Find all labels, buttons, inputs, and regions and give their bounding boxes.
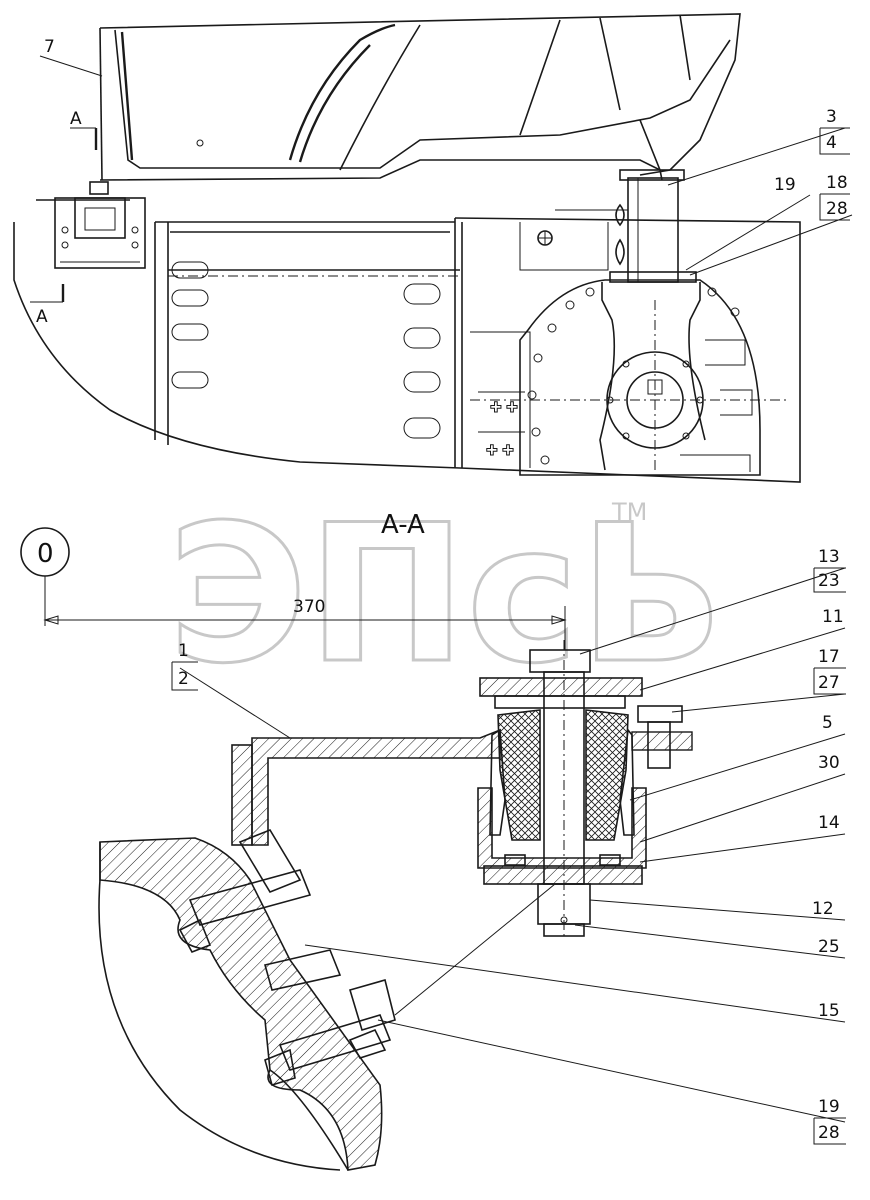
callout-19-bottom: 19 — [818, 1097, 840, 1117]
lower-washer-right — [599, 854, 621, 866]
callout-11: 11 — [822, 607, 844, 627]
callout-2: 2 — [178, 669, 189, 689]
frame-bolts — [178, 829, 396, 1087]
section-view: A-A 0 370 — [20, 37, 853, 1171]
callouts-top: 7 3 4 19 18 28 — [44, 37, 850, 221]
frame-casting — [98, 837, 383, 1171]
transmission-housing — [470, 222, 790, 476]
rubber-mount — [489, 709, 635, 841]
slot-holes-right — [403, 283, 441, 439]
section-label-bottom: A — [36, 307, 48, 327]
callout-18: 18 — [826, 173, 848, 193]
leader-lines — [39, 55, 853, 1123]
watermark: ЭПсЬ TM — [167, 483, 726, 707]
upper-plate — [494, 695, 626, 709]
cab-outline — [99, 13, 741, 181]
callout-27: 27 — [818, 673, 840, 693]
left-mount-bracket — [36, 181, 146, 269]
dimension-value: 370 — [293, 597, 325, 617]
dimension-370: 370 — [43, 597, 567, 650]
watermark-text: ЭПсЬ — [168, 484, 724, 705]
callout-28-top: 28 — [826, 199, 848, 219]
callout-15: 15 — [818, 1001, 840, 1021]
datum-label: 0 — [37, 539, 54, 569]
tractor-body: ✚ ✚ ✚ ✚ — [13, 217, 801, 483]
callouts-section: 13 23 11 17 27 5 30 14 12 25 15 19 28 1 … — [171, 547, 846, 1145]
base-plate — [483, 865, 643, 885]
top-washer — [479, 677, 643, 697]
section-marker-top: A — [70, 109, 98, 150]
section-marker-bottom: A — [30, 284, 65, 327]
callout-14: 14 — [818, 813, 840, 833]
callout-25: 25 — [818, 937, 840, 957]
callout-12: 12 — [812, 899, 834, 919]
callout-4: 4 — [826, 133, 837, 153]
datum-circle: 0 — [20, 527, 70, 626]
callout-23: 23 — [818, 571, 840, 591]
cab-bracket — [231, 728, 501, 846]
callout-13: 13 — [818, 547, 840, 567]
callout-30: 30 — [818, 753, 840, 773]
callout-7: 7 — [44, 37, 55, 57]
callout-28-bottom: 28 — [818, 1123, 840, 1143]
svg-text:✚ ✚: ✚ ✚ — [490, 400, 518, 416]
callout-1: 1 — [178, 641, 189, 661]
side-bolt — [631, 705, 693, 769]
slot-holes-left — [171, 261, 209, 389]
section-title: A-A — [381, 510, 425, 540]
callout-5: 5 — [822, 713, 833, 733]
center-bolt — [529, 640, 591, 940]
callout-3: 3 — [826, 107, 837, 127]
lower-washer-left — [504, 854, 526, 866]
callout-19-top: 19 — [774, 175, 796, 195]
cab-support-column — [555, 169, 697, 283]
housing-bolts — [527, 287, 740, 465]
callout-17: 17 — [818, 647, 840, 667]
section-label-top: A — [70, 109, 82, 129]
svg-text:✚ ✚: ✚ ✚ — [486, 443, 514, 459]
top-view: ✚ ✚ ✚ ✚ — [13, 13, 801, 483]
watermark-tm: TM — [611, 498, 647, 526]
